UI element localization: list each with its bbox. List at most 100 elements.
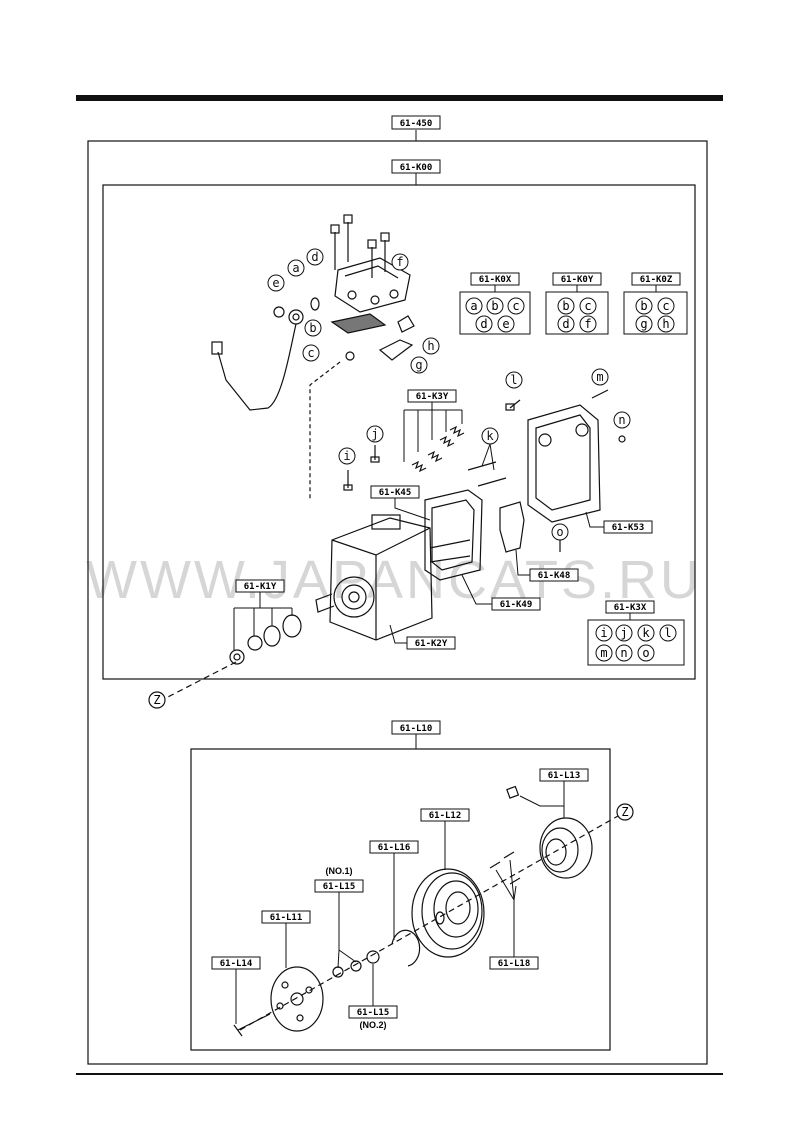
kit-61-K0Y: 61-K0Y xyxy=(545,272,609,335)
label-text-61-L11: 61-L11 xyxy=(270,913,303,923)
label-61-L14: 61-L14 xyxy=(211,956,261,1024)
note-no2: (NO.2) xyxy=(360,1020,387,1030)
label-61-L15-no2: 61-L15 (NO.2) xyxy=(348,964,398,1030)
callout-g: g xyxy=(410,356,428,374)
label-text-61-L15-no1: 61-L15 xyxy=(323,882,356,892)
callout-text-k: k xyxy=(486,429,494,443)
label-text-61-K3X: 61-K3X xyxy=(614,603,647,613)
kit-k3x-letter-j: j xyxy=(615,624,633,642)
callout-text-e: e xyxy=(272,276,279,290)
label-61-L12: 61-L12 xyxy=(420,808,470,870)
kit-k3x-letter-text-l: l xyxy=(664,626,671,640)
label-text-61-L14: 61-L14 xyxy=(220,959,253,969)
compressor-body-drawing xyxy=(161,389,626,701)
upper-box xyxy=(102,184,696,680)
label-61-L16: 61-L16 xyxy=(369,840,419,940)
callout-m: m xyxy=(591,368,609,386)
ref-z-upper: Z xyxy=(148,691,166,709)
kit-k0x-letter-c: c xyxy=(507,297,525,315)
label-61-K45: 61-K45 xyxy=(370,485,431,521)
callout-e: e xyxy=(267,274,285,292)
label-text-61-K49: 61-K49 xyxy=(500,600,533,610)
label-text-61-K45: 61-K45 xyxy=(379,488,412,498)
callout-text-a: a xyxy=(292,261,299,275)
callout-text-b: b xyxy=(309,321,316,335)
callout-o: o xyxy=(551,523,569,541)
callout-text-j: j xyxy=(371,427,378,441)
callouts-head: e a d f b c h g xyxy=(267,248,440,374)
kit-k3x-letter-l: l xyxy=(659,624,677,642)
callouts-compressor: l m n j i k o xyxy=(338,368,631,541)
kit-k0y-letter-text-c: c xyxy=(584,299,591,313)
callout-text-n: n xyxy=(618,413,625,427)
kit-61-K3X: 61-K3X xyxy=(587,600,685,666)
kit-k0x-letter-b: b xyxy=(486,297,504,315)
kit-k3x-letter-text-i: i xyxy=(600,626,607,640)
callout-text-g: g xyxy=(415,358,422,372)
label-text-61-K48: 61-K48 xyxy=(538,571,571,581)
label-text-61-K0Y: 61-K0Y xyxy=(561,275,594,285)
note-no1: (NO.1) xyxy=(326,866,353,876)
callout-f: f xyxy=(391,253,409,271)
kit-k0y-letter-f: f xyxy=(579,315,597,333)
kit-k0z-letter-b: b xyxy=(635,297,653,315)
label-61-L18: 61-L18 xyxy=(489,859,539,970)
ref-z-lower: Z xyxy=(616,803,634,821)
kit-k0x-letter-text-b: b xyxy=(491,299,498,313)
kit-k3x-letter-text-n: n xyxy=(620,646,627,660)
callout-text-h: h xyxy=(427,339,434,353)
kit-k0x-letter-a: a xyxy=(465,297,483,315)
kit-k3x-letter-text-j: j xyxy=(620,626,627,640)
label-text-61-L16: 61-L16 xyxy=(378,843,411,853)
label-text-61-K0X: 61-K0X xyxy=(479,275,512,285)
kit-k3x-letter-m: m xyxy=(595,644,613,662)
kit-k0y-letter-b: b xyxy=(557,297,575,315)
label-text-61-L10: 61-L10 xyxy=(400,724,433,734)
kit-k3x-letter-text-m: m xyxy=(600,646,607,660)
kit-k0y-letter-c: c xyxy=(579,297,597,315)
kit-k3x-letter-text-k: k xyxy=(642,626,650,640)
callout-text-l: l xyxy=(510,373,517,387)
kit-k3x-letter-n: n xyxy=(615,644,633,662)
callout-d: d xyxy=(306,248,324,266)
label-61-L10: 61-L10 xyxy=(391,720,441,735)
label-61-L11: 61-L11 xyxy=(261,910,311,968)
callout-text-c: c xyxy=(307,346,314,360)
head-block-drawing xyxy=(211,214,415,500)
kit-k0y-letter-text-b: b xyxy=(562,299,569,313)
label-61-450: 61-450 xyxy=(391,115,441,130)
kit-k3x-letter-text-o: o xyxy=(642,646,649,660)
label-text-61-K2Y: 61-K2Y xyxy=(415,639,448,649)
callout-c: c xyxy=(302,344,320,362)
kit-k0x-letter-d: d xyxy=(475,315,493,333)
callout-h: h xyxy=(422,337,440,355)
kit-k0z-letter-text-h: h xyxy=(662,317,669,331)
label-61-K49: 61-K49 xyxy=(461,574,541,611)
label-text-61-450: 61-450 xyxy=(400,119,433,129)
callout-l: l xyxy=(505,371,523,389)
clutch-drawing xyxy=(233,785,619,1037)
label-61-L15-no1: (NO.1) 61-L15 xyxy=(314,866,364,969)
kit-k0x-letter-text-c: c xyxy=(512,299,519,313)
kit-k0z-letter-g: g xyxy=(635,315,653,333)
kit-k0x-letter-text-a: a xyxy=(470,299,477,313)
kit-k0z-letter-h: h xyxy=(657,315,675,333)
callout-a: a xyxy=(287,259,305,277)
label-text-61-L12: 61-L12 xyxy=(429,811,462,821)
callout-text-m: m xyxy=(596,370,603,384)
label-61-K1Y: 61-K1Y xyxy=(233,579,293,650)
kit-k3x-letter-o: o xyxy=(637,644,655,662)
label-61-L13: 61-L13 xyxy=(519,768,589,818)
label-61-K00: 61-K00 xyxy=(391,159,441,174)
bottom-rule xyxy=(76,1073,723,1075)
kit-k0x-letter-text-d: d xyxy=(480,317,487,331)
callout-j: j xyxy=(366,425,384,443)
watermark: WWW.JAPANCATS.RU xyxy=(86,550,702,610)
callout-i: i xyxy=(338,447,356,465)
kit-k0z-letter-text-c: c xyxy=(662,299,669,313)
lower-box xyxy=(190,748,611,1051)
callout-text-o: o xyxy=(556,525,563,539)
kit-k0y-letter-d: d xyxy=(557,315,575,333)
kit-k0z-letter-c: c xyxy=(657,297,675,315)
